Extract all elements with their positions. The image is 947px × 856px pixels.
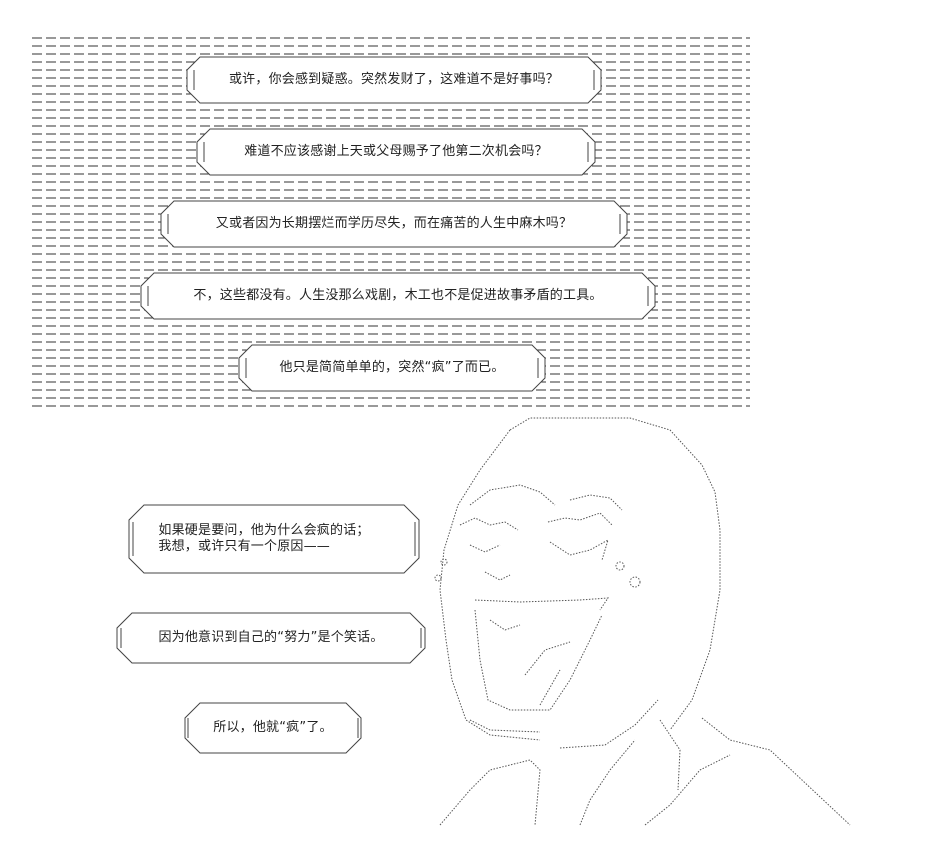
bubble-text-3: 又或者因为长期摆烂而学历尽失，而在痛苦的人生中麻木吗？ [215,216,573,231]
bubble-text-1: 或许，你会感到疑惑。突然发财了，这难道不是好事吗？ [228,72,559,87]
speech-bubble-8: 所以，他就“疯”了。 [184,702,362,754]
bubble-line: 因为他意识到自己的“努力”是个笑话。 [158,630,384,645]
bubble-line: 所以，他就“疯”了。 [213,720,333,735]
speech-bubble-3: 又或者因为长期摆烂而学历尽失，而在痛苦的人生中麻木吗？ [160,200,628,248]
speech-bubble-6: 如果硬是要问，他为什么会疯的话； 我想，或许只有一个原因—— [128,504,420,574]
bubble-text-7: 因为他意识到自己的“努力”是个笑话。 [158,630,383,646]
bubble-text-6: 如果硬是要问，他为什么会疯的话； 我想，或许只有一个原因—— [158,523,369,555]
bubble-text-4: 不，这些都没有。人生没那么戏剧，木工也不是促进故事矛盾的工具。 [193,288,603,303]
bubble-frame-icon [196,128,596,176]
bubble-frame-icon [238,344,546,392]
bubble-text-2: 难道不应该感谢上天或父母赐予了他第二次机会吗？ [244,144,548,159]
speech-bubble-2: 难道不应该感谢上天或父母赐予了他第二次机会吗？ [196,128,596,176]
bubble-line: 如果硬是要问，他为什么会疯的话； [158,523,370,538]
speech-bubble-7: 因为他意识到自己的“努力”是个笑话。 [116,612,426,664]
laughing-man-figure [430,410,860,830]
bubble-line: 我想，或许只有一个原因—— [158,539,330,554]
bubble-text-5: 他只是简简单单的，突然“疯”了而已。 [279,360,505,375]
speech-bubble-5: 他只是简简单单的，突然“疯”了而已。 [238,344,546,392]
bubble-frame-icon [160,200,628,248]
laughing-man-icon [434,417,851,826]
bubble-frame-icon [140,272,656,320]
bubble-frame-icon [186,56,602,104]
bubble-frame-icon [184,702,362,754]
bubble-frame-icon [116,612,426,664]
bubble-text-8: 所以，他就“疯”了。 [213,720,332,736]
speech-bubble-4: 不，这些都没有。人生没那么戏剧，木工也不是促进故事矛盾的工具。 [140,272,656,320]
bubble-frame-icon [128,504,420,574]
speech-bubble-1: 或许，你会感到疑惑。突然发财了，这难道不是好事吗？ [186,56,602,104]
